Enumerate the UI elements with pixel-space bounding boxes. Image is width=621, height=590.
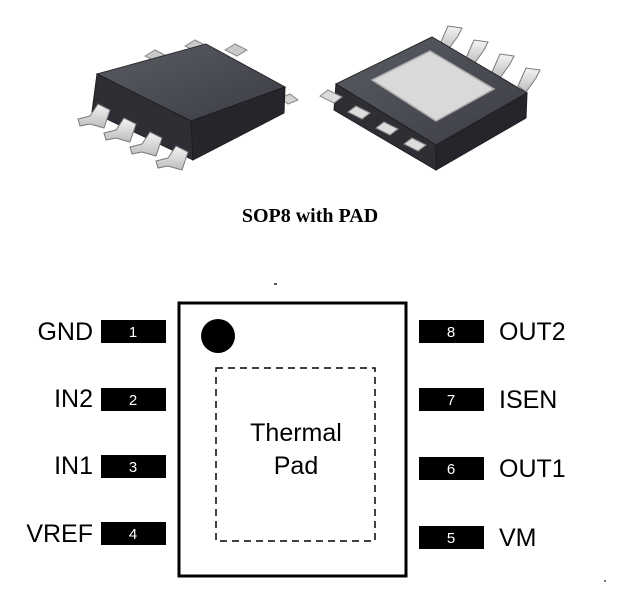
package-top-front-leads [77,103,189,171]
pin-1-number: 1 [129,324,137,341]
right-pins: 8 OUT2 7 ISEN 6 OUT1 5 VM [419,318,566,552]
package-top-body-side [190,86,286,161]
pin-3-box [101,455,166,478]
stray-mark-2 [604,580,606,582]
package-exposed-pad [370,50,496,122]
thermal-pad-label-line1: Thermal [250,419,342,447]
pin-5-number: 5 [447,530,455,547]
pin-8: 8 OUT2 [419,318,566,346]
pin-4-number: 4 [129,526,137,543]
pin-2-number: 2 [129,392,137,409]
pin-3-name: IN1 [54,452,93,480]
stray-mark [274,283,277,285]
pin-2-name: IN2 [54,385,93,413]
pin-6-box [419,457,484,480]
pin-3: 3 IN1 [54,452,166,480]
pin-7: 7 ISEN [419,386,557,414]
pin-4: 4 VREF [26,520,166,548]
package-bottom-body-side [435,92,528,171]
pin-7-number: 7 [447,392,455,409]
thermal-pad-label-line2: Pad [274,452,318,480]
pin-5-box [419,526,484,549]
pin-3-number: 3 [129,459,137,476]
pin-7-name: ISEN [499,386,557,414]
pin1-indicator-dot [201,319,235,353]
pin-8-number: 8 [447,324,455,341]
pin-8-name: OUT2 [499,318,566,346]
pin-7-box [419,388,484,411]
pin-1-name: GND [37,318,93,346]
package-caption: SOP8 with PAD [242,205,378,227]
thermal-pad-outline [215,367,376,542]
pin-6: 6 OUT1 [419,455,566,483]
package-bottom-front-leads [319,89,427,152]
pin-6-number: 6 [447,461,455,478]
package-bottom-view [319,25,541,171]
pin-2: 2 IN2 [54,385,166,413]
pin-8-box [419,320,484,343]
package-top-view [77,39,300,171]
pin-4-name: VREF [26,520,93,548]
pin-4-box [101,522,166,545]
pin-5: 5 VM [419,524,537,552]
pin-2-box [101,388,166,411]
pin-5-name: VM [499,524,537,552]
pin-1-box [101,320,166,343]
pin-6-name: OUT1 [499,455,566,483]
pin-1: 1 GND [37,318,166,346]
left-pins: 1 GND 2 IN2 3 IN1 4 VREF [26,318,166,548]
